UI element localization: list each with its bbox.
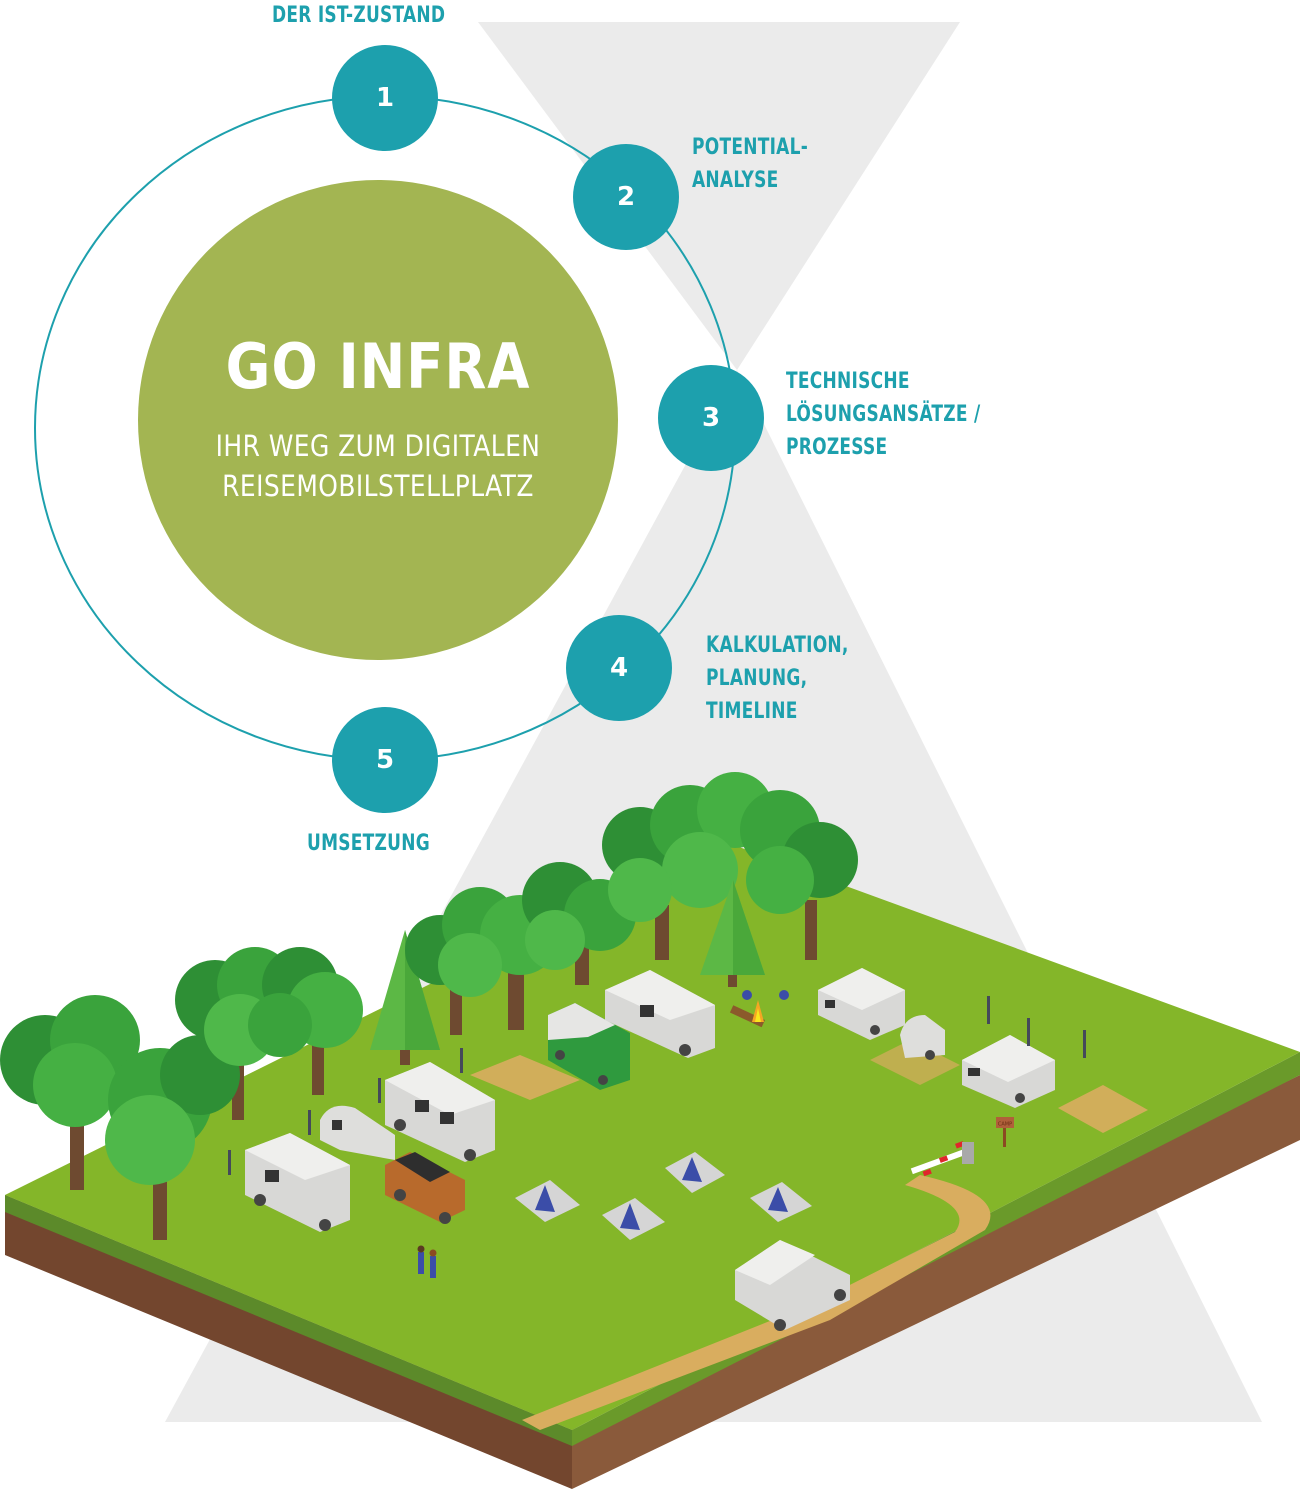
power-post [228,1150,231,1175]
step-node-4: 4 [566,615,672,721]
tree-canopy [405,862,636,997]
hub-circle: GO INFRA IHR WEG ZUM DIGITALEN REISEMOBI… [138,180,618,660]
dirt-pad [870,1040,960,1085]
motorhome [605,970,715,1058]
step-node-1: 1 [332,45,438,151]
tree-canopy [0,995,240,1185]
step-label-5-line: UMSETZUNG [307,831,430,856]
caravan [962,1035,1055,1108]
step-node-3: 3 [658,365,764,471]
step-label-3-line: LÖSUNGSANSÄTZE / [786,402,981,427]
tree-trunk [805,900,817,960]
campfire [729,990,789,1028]
person [742,990,752,1000]
step-node-5: 5 [332,707,438,813]
grass-edge-left [5,1195,572,1446]
tree-trunk [508,960,524,1030]
hourglass-top [478,22,960,370]
step-label-4-line: PLANUNG, [706,666,808,691]
power-post [987,996,990,1024]
small-trailer [900,1015,945,1060]
camper-truck [548,1003,630,1090]
soil-right-side [572,1075,1300,1489]
hub-title: GO INFRA [225,330,531,403]
tent [602,1198,665,1240]
tree-canopy [602,772,858,922]
caravan [818,968,905,1040]
step-label-4-line: TIMELINE [706,699,798,724]
camp-sign: CAMP [996,1117,1014,1147]
tree-canopy [175,947,363,1066]
people-couple [417,1245,437,1278]
motorhome-arriving [735,1240,850,1331]
camp-sign-text: CAMP [998,1122,1012,1128]
step-label-3: TECHNISCHE LÖSUNGSANSÄTZE / PROZESSE [786,365,980,464]
power-post [1083,1030,1086,1058]
motorhome [245,1133,350,1232]
step-label-3-line: TECHNISCHE [786,369,910,394]
power-post [308,1110,311,1135]
step-node-2: 2 [573,144,679,250]
step-label-2-line: POTENTIAL- [692,135,809,160]
step-label-2: POTENTIAL- ANALYSE [692,131,808,197]
step-label-4-line: KALKULATION, [706,633,849,658]
step-label-3-line: PROZESSE [786,435,888,460]
entrance-path [522,1175,991,1430]
dirt-pad [470,1055,580,1100]
tent [515,1180,580,1222]
tree-trunk [655,905,669,960]
step-label-5: UMSETZUNG [307,827,430,860]
power-post [460,1048,463,1073]
grass-surface [5,840,1300,1430]
entrance-barrier [910,1141,974,1177]
step-label-4: KALKULATION, PLANUNG, TIMELINE [706,629,849,728]
tent [750,1182,812,1222]
teardrop-trailer [320,1105,395,1160]
step-label-1-line: DER IST-ZUSTAND [272,3,446,28]
power-post [378,1078,381,1103]
dirt-pad [1058,1085,1148,1133]
hub-subtitle-line1: IHR WEG ZUM DIGITALEN [215,429,541,463]
power-post [1027,1018,1030,1046]
campsite-illustration: CAMP [0,772,1300,1489]
tree-trunk [70,1120,84,1190]
tree-trunk [312,1040,324,1095]
hub-subtitle: IHR WEG ZUM DIGITALEN REISEMOBILSTELLPLA… [172,426,585,506]
tent [665,1152,725,1193]
hub-subtitle-line2: REISEMOBILSTELLPLATZ [222,469,534,503]
step-label-2-line: ANALYSE [692,168,779,193]
step-label-1: DER IST-ZUSTAND [272,0,445,32]
pine-tree [700,880,765,987]
motorhome [385,1062,495,1162]
suv-car [385,1152,465,1224]
person [779,990,789,1000]
